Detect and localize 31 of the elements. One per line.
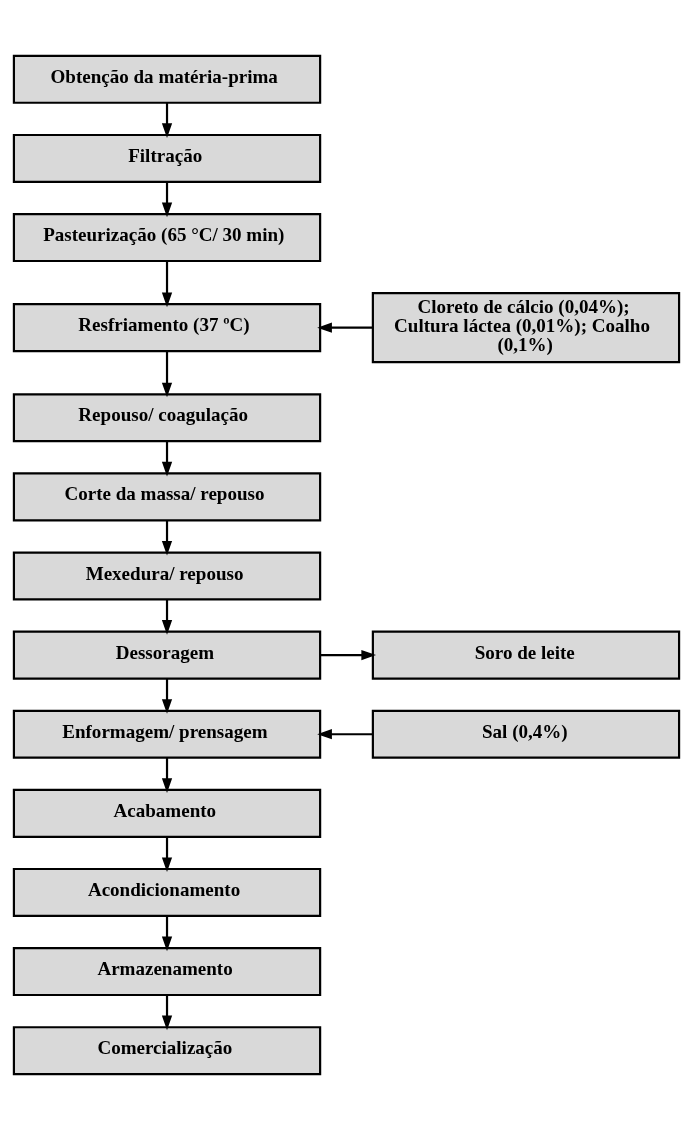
arrow (161, 350, 173, 397)
node-box: Dessoragem (12, 630, 322, 680)
node-box: Soro de leite (371, 630, 681, 680)
arrow (161, 836, 173, 872)
arrow (161, 599, 173, 635)
arrow (161, 260, 173, 307)
node-box: Pasteurização (65 °C/ 30 min) (12, 212, 322, 262)
node-box: Repouso/ coagulação (12, 392, 322, 442)
arrow (161, 994, 173, 1030)
node-box: Enformagem/ prensagem (12, 709, 322, 759)
arrow (161, 102, 173, 138)
arrow (161, 519, 173, 556)
node-box: Sal (0,4%) (371, 709, 681, 759)
node-box: Mexedura/ repouso (12, 550, 322, 601)
arrow (161, 915, 173, 951)
arrow (161, 181, 173, 217)
arrow (161, 757, 173, 793)
node-box: Armazenamento (12, 946, 322, 996)
node-box: Acabamento (12, 788, 322, 838)
arrow (320, 649, 377, 660)
node-box: Corte da massa/ repouso (12, 471, 322, 521)
node-box: Comercialização (12, 1025, 322, 1075)
node-box: Resfriamento (37 ºC) (12, 302, 322, 352)
arrow (161, 678, 173, 714)
node-box: Filtração (12, 133, 322, 183)
arrow (161, 440, 173, 476)
node-box: Acondicionamento (12, 867, 322, 917)
arrow (317, 728, 373, 739)
node-box: Obtenção da matéria-prima (12, 54, 322, 104)
node-box: Cloreto de cálcio (0,04%); Cultura láctea (0,01%); Coalho (0,1%) (371, 291, 681, 363)
arrow (317, 322, 373, 333)
